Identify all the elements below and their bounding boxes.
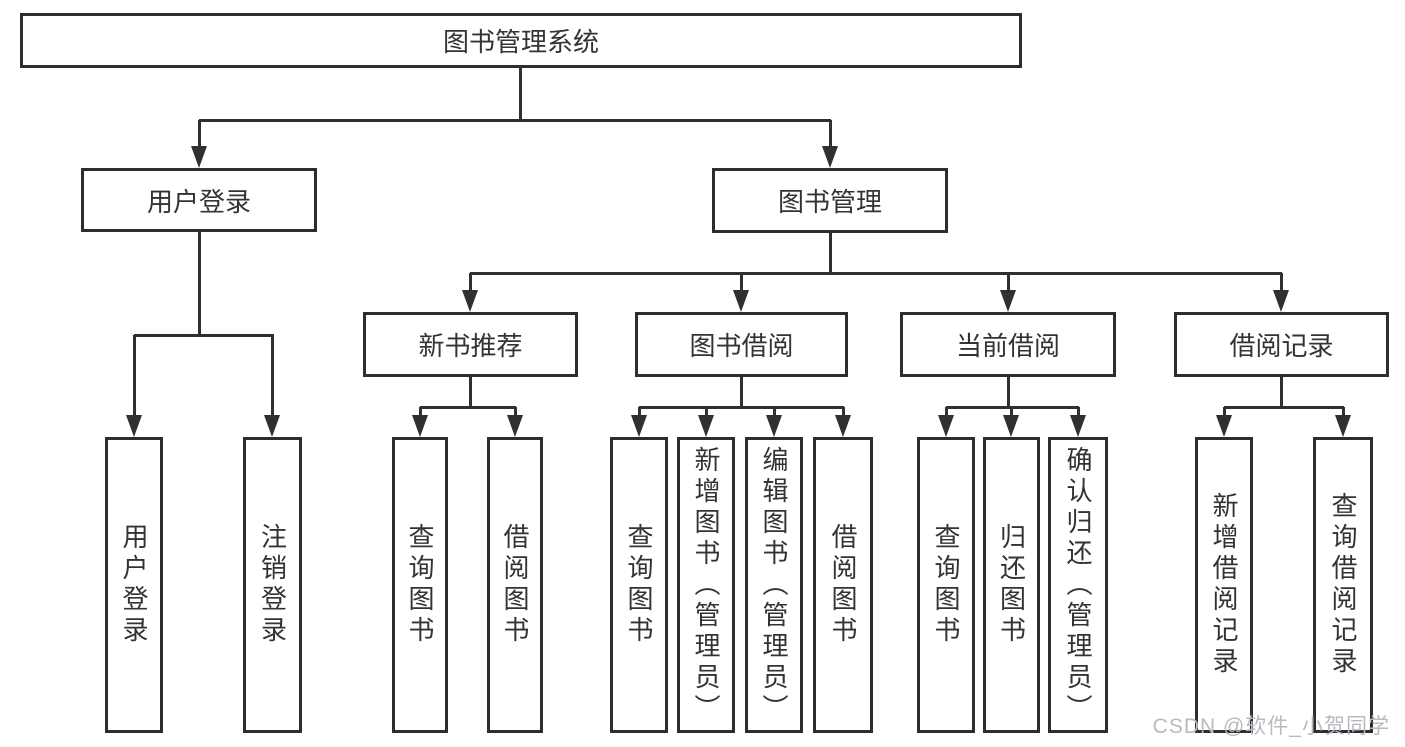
leaf-query-books-3: 查询图书 [917, 437, 975, 733]
leaf-add-books-admin: 新增图书（管理员） [677, 437, 735, 733]
connector-line [469, 377, 472, 409]
connector-line [705, 407, 708, 417]
arrow-down-icon [264, 415, 280, 437]
connector-line [740, 273, 743, 292]
node-book-management: 图书管理 [712, 168, 948, 233]
leaf-query-borrow-record: 查询借阅记录 [1313, 437, 1373, 733]
connector-line [829, 233, 832, 275]
leaf-borrow-books-1: 借阅图书 [487, 437, 543, 733]
arrow-down-icon [1070, 415, 1086, 437]
connector-line [740, 377, 743, 409]
connector-line [420, 406, 516, 409]
leaf-add-borrow-record: 新增借阅记录 [1195, 437, 1253, 733]
leaf-return-books: 归还图书 [983, 437, 1040, 733]
connector-line [271, 335, 274, 417]
arrow-down-icon [822, 146, 838, 168]
arrow-down-icon [698, 415, 714, 437]
csdn-watermark: CSDN @软件_小贺同学 [1152, 715, 1390, 738]
leaf-borrow-books-2: 借阅图书 [813, 437, 873, 733]
connector-line [829, 120, 832, 148]
connector-line [1280, 377, 1283, 409]
connector-line [639, 406, 844, 409]
connector-line [470, 272, 1282, 275]
leaf-confirm-return-admin: 确认归还（管理员） [1048, 437, 1108, 733]
arrow-down-icon [191, 146, 207, 168]
node-borrow-records: 借阅记录 [1174, 312, 1389, 377]
connector-line [842, 407, 845, 417]
leaf-logout: 注销登录 [243, 437, 302, 733]
leaf-query-books-1: 查询图书 [392, 437, 448, 733]
connector-line [1010, 407, 1013, 417]
connector-line [519, 68, 522, 122]
connector-line [638, 407, 641, 417]
connector-line [1223, 407, 1226, 417]
connector-line [198, 232, 201, 336]
connector-line [198, 120, 201, 148]
arrow-down-icon [1273, 290, 1289, 312]
arrow-down-icon [1003, 415, 1019, 437]
arrow-down-icon [1216, 415, 1232, 437]
connector-line [1280, 273, 1283, 292]
connector-line [419, 407, 422, 417]
connector-line [773, 407, 776, 417]
arrow-down-icon [126, 415, 142, 437]
arrow-down-icon [835, 415, 851, 437]
connector-line [514, 407, 517, 417]
arrow-down-icon [462, 290, 478, 312]
leaf-edit-books-admin: 编辑图书（管理员） [745, 437, 803, 733]
leaf-query-books-2: 查询图书 [610, 437, 668, 733]
arrow-down-icon [507, 415, 523, 437]
node-book-borrow: 图书借阅 [635, 312, 848, 377]
connector-line [1342, 407, 1345, 417]
node-current-borrow: 当前借阅 [900, 312, 1116, 377]
node-new-book-recommend: 新书推荐 [363, 312, 578, 377]
arrow-down-icon [766, 415, 782, 437]
connector-line [199, 119, 831, 122]
arrow-down-icon [631, 415, 647, 437]
arrow-down-icon [733, 290, 749, 312]
connector-line [134, 334, 274, 337]
node-root: 图书管理系统 [20, 13, 1022, 68]
node-user-login: 用户登录 [81, 168, 317, 232]
connector-line [1077, 407, 1080, 417]
connector-line [1224, 406, 1344, 409]
connector-line [1007, 377, 1010, 409]
connector-line [133, 335, 136, 417]
arrow-down-icon [412, 415, 428, 437]
arrow-down-icon [1000, 290, 1016, 312]
connector-line [1007, 273, 1010, 292]
arrow-down-icon [1335, 415, 1351, 437]
leaf-user-login: 用户登录 [105, 437, 163, 733]
connector-line [469, 273, 472, 292]
arrow-down-icon [938, 415, 954, 437]
connector-line [945, 407, 948, 417]
